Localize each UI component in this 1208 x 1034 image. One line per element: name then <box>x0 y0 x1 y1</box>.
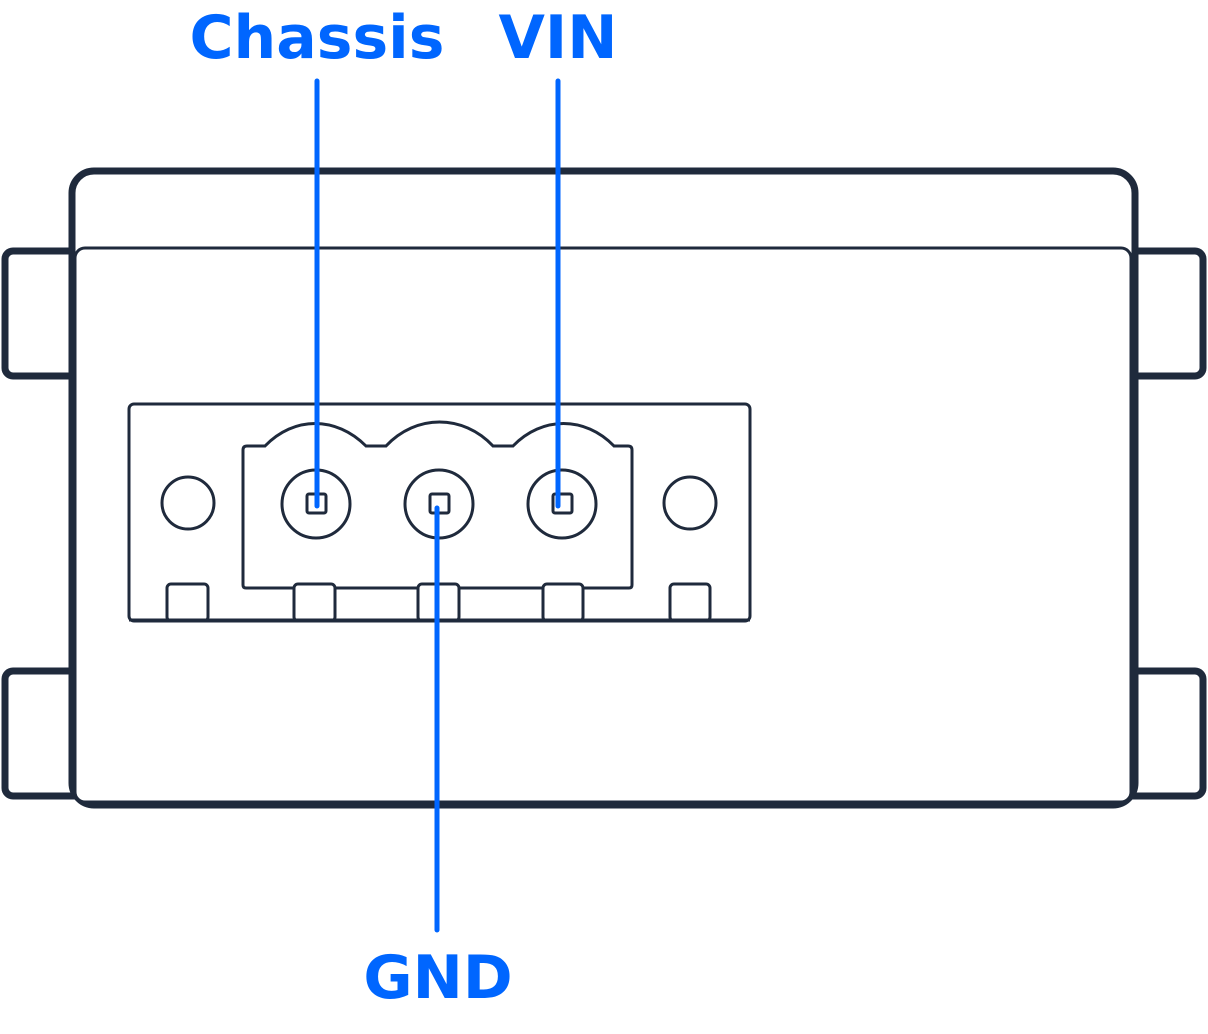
callouts <box>314 78 561 933</box>
foot-5 <box>668 582 712 623</box>
foot-4 <box>541 582 585 623</box>
mounting-hole-right <box>662 475 718 531</box>
gnd-label: GND <box>363 943 512 1013</box>
foot-1 <box>165 582 210 623</box>
chassis-label: Chassis <box>190 3 445 73</box>
mounting-hole-left <box>160 475 216 531</box>
foot-2 <box>292 582 337 623</box>
vin-label: VIN <box>499 3 618 73</box>
